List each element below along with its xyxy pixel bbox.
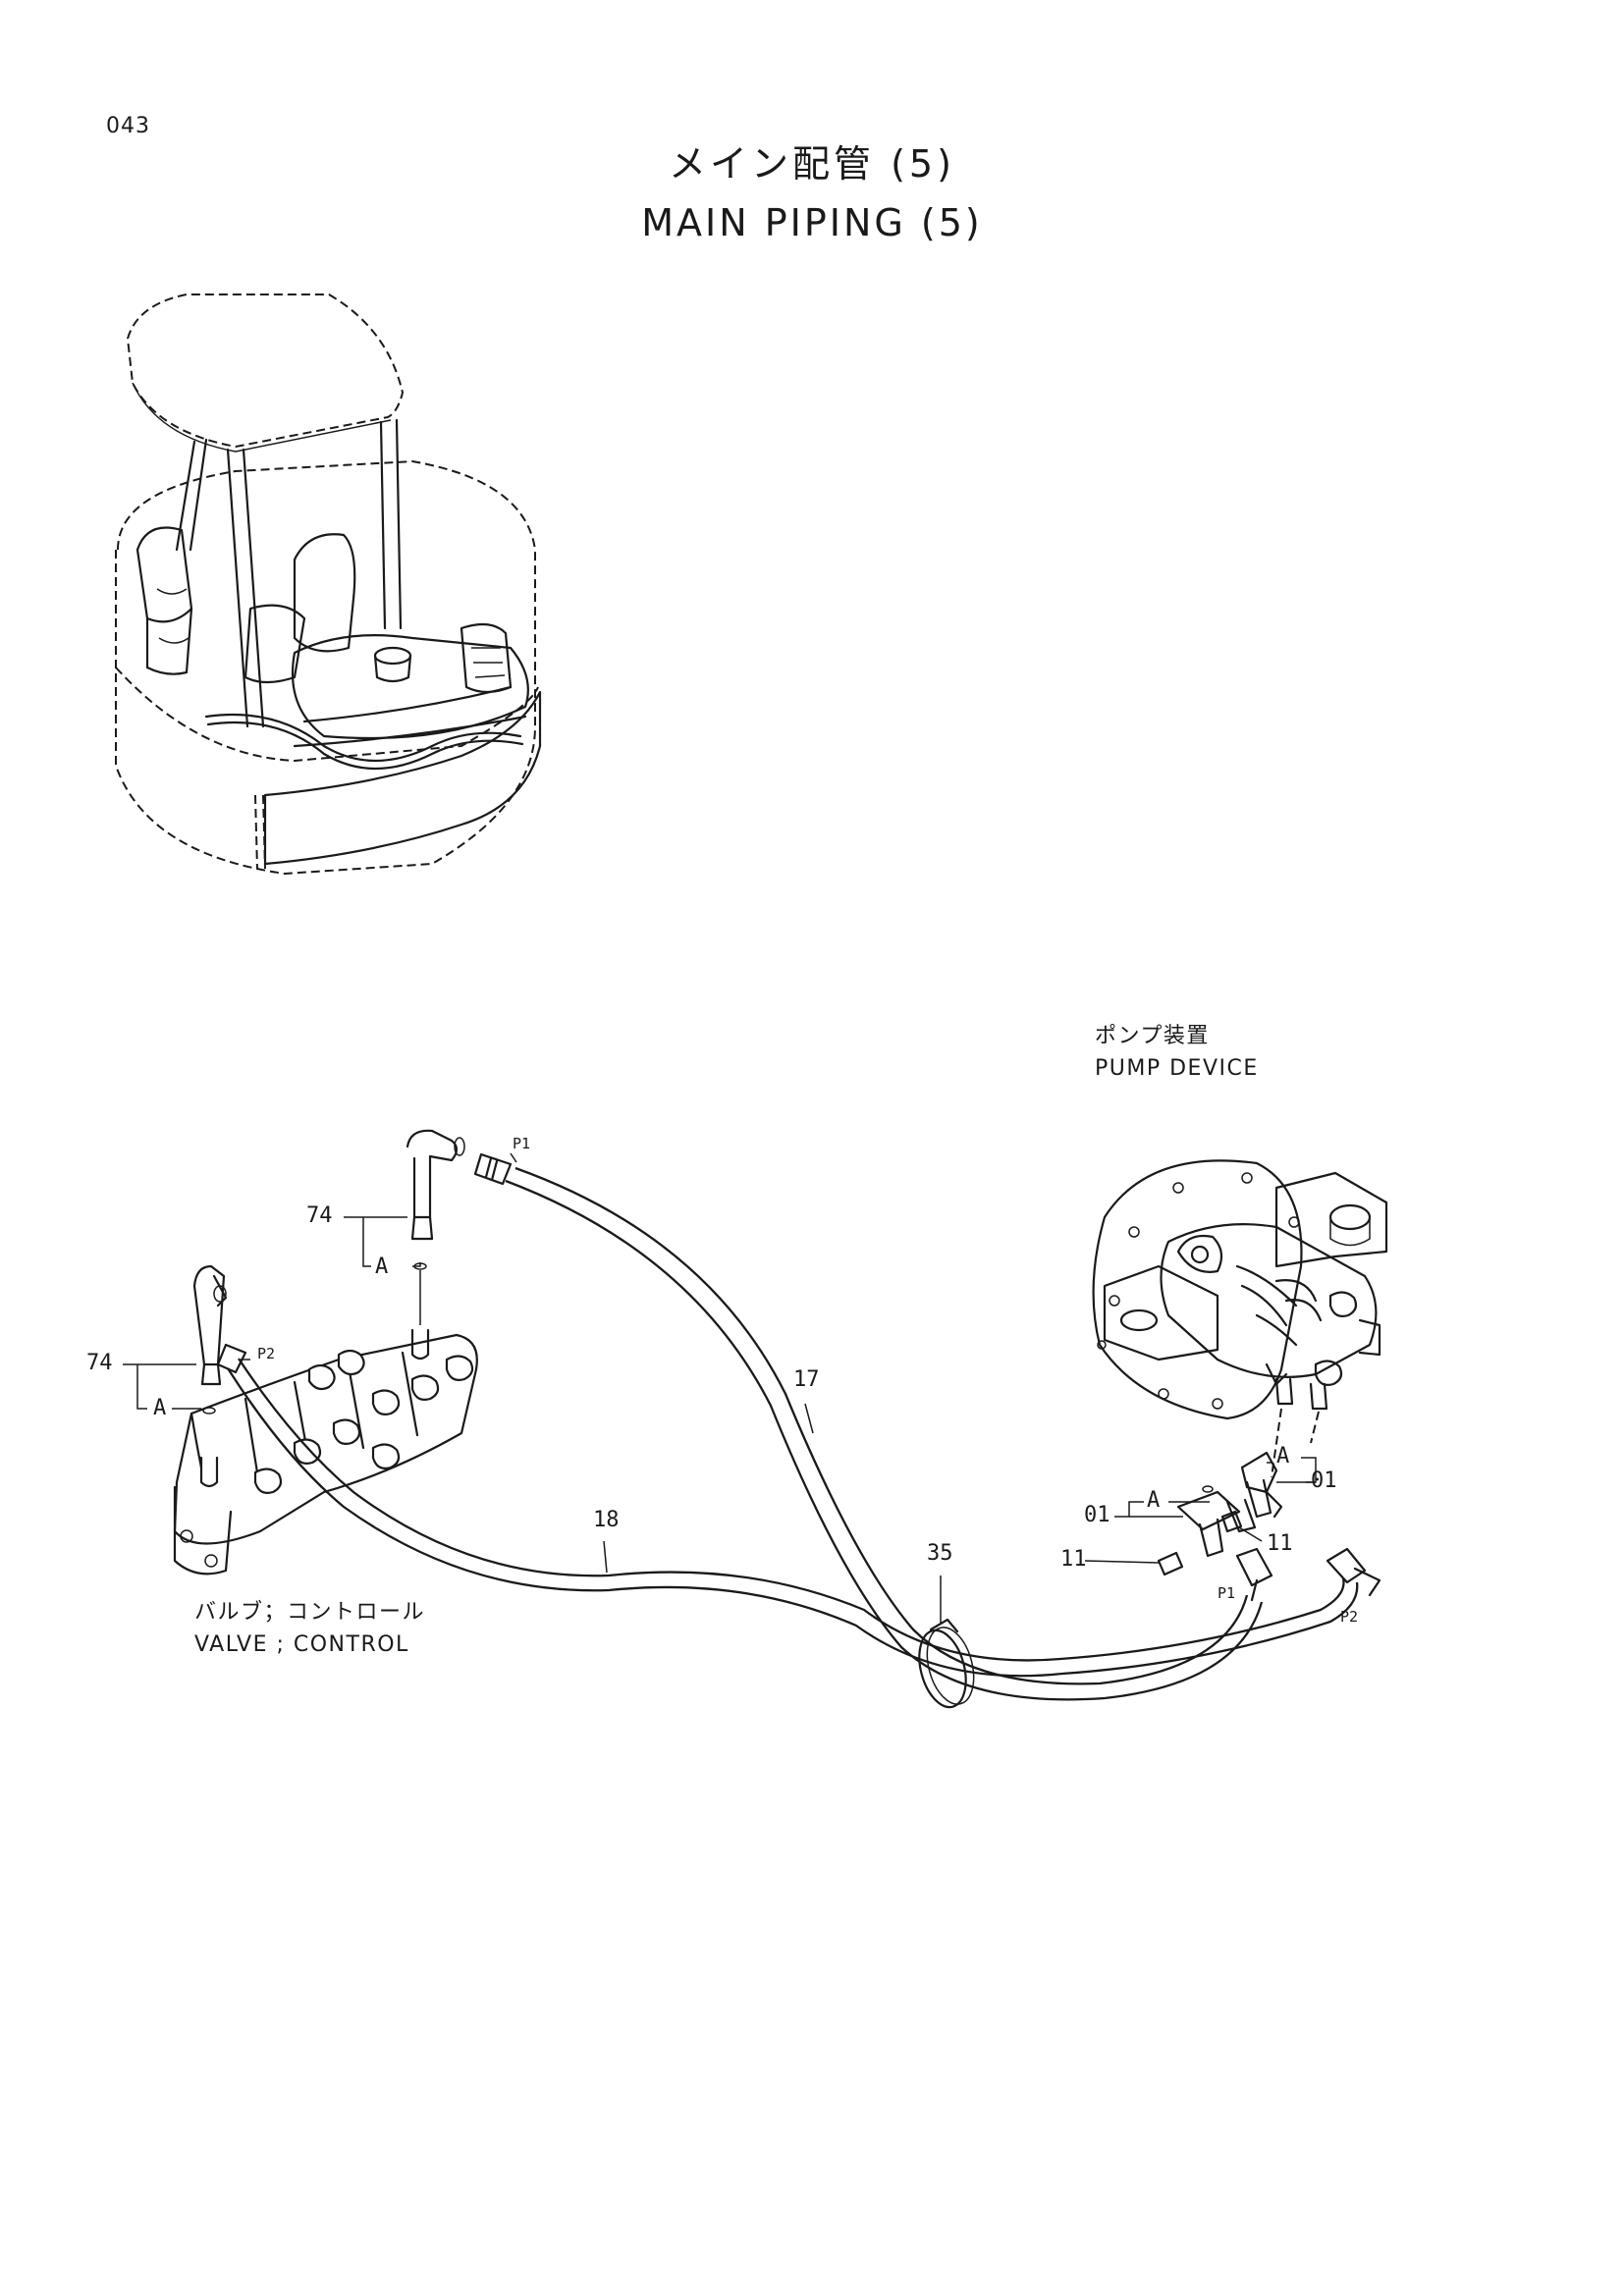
port-label-p2-valve: P2	[257, 1345, 276, 1362]
page-title-english: MAIN PIPING (5)	[641, 201, 983, 244]
callout-01-right: 01	[1311, 1468, 1337, 1493]
leader-lines	[123, 1152, 1317, 1625]
callout-view-a-lower: A	[153, 1396, 167, 1420]
callout-view-a-pump-left: A	[1147, 1488, 1161, 1513]
hose-18	[216, 1343, 1359, 1678]
excavator-overview-illustration	[115, 294, 542, 876]
callout-view-a-pump-right: A	[1276, 1444, 1290, 1468]
pump-device-label-japanese: ポンプ装置	[1095, 1024, 1210, 1048]
control-valve-illustration	[173, 1262, 478, 1575]
callout-74-lower: 74	[86, 1351, 113, 1375]
callout-18: 18	[593, 1508, 620, 1532]
port-label-p1-valve: P1	[513, 1135, 531, 1152]
pump-device-label-english: PUMP DEVICE	[1095, 1056, 1259, 1081]
callout-17: 17	[793, 1367, 820, 1392]
callout-01-left: 01	[1084, 1503, 1110, 1527]
page-number: 043	[106, 114, 150, 138]
callout-74-upper: 74	[306, 1203, 333, 1228]
callout-11-right: 11	[1267, 1531, 1293, 1556]
elbow-fitting-74-upper	[406, 1129, 465, 1241]
page-title-japanese: メイン配管 (5)	[669, 142, 955, 186]
control-valve-label-english: VALVE ; CONTROL	[194, 1632, 409, 1657]
callout-view-a-upper: A	[375, 1255, 389, 1279]
control-valve-label-japanese: バルブ；コントロール	[194, 1600, 426, 1625]
callout-11-left: 11	[1060, 1547, 1087, 1572]
callout-35: 35	[927, 1541, 953, 1566]
hose-17	[473, 1152, 1264, 1701]
adapters-and-plugs	[1157, 1451, 1381, 1602]
clamp-35	[918, 1618, 975, 1709]
port-label-p1-pump: P1	[1218, 1584, 1236, 1602]
pump-device-illustration	[1092, 1159, 1388, 1478]
elbow-fitting-74-lower	[192, 1264, 228, 1386]
port-label-p2-pump: P2	[1340, 1608, 1359, 1626]
